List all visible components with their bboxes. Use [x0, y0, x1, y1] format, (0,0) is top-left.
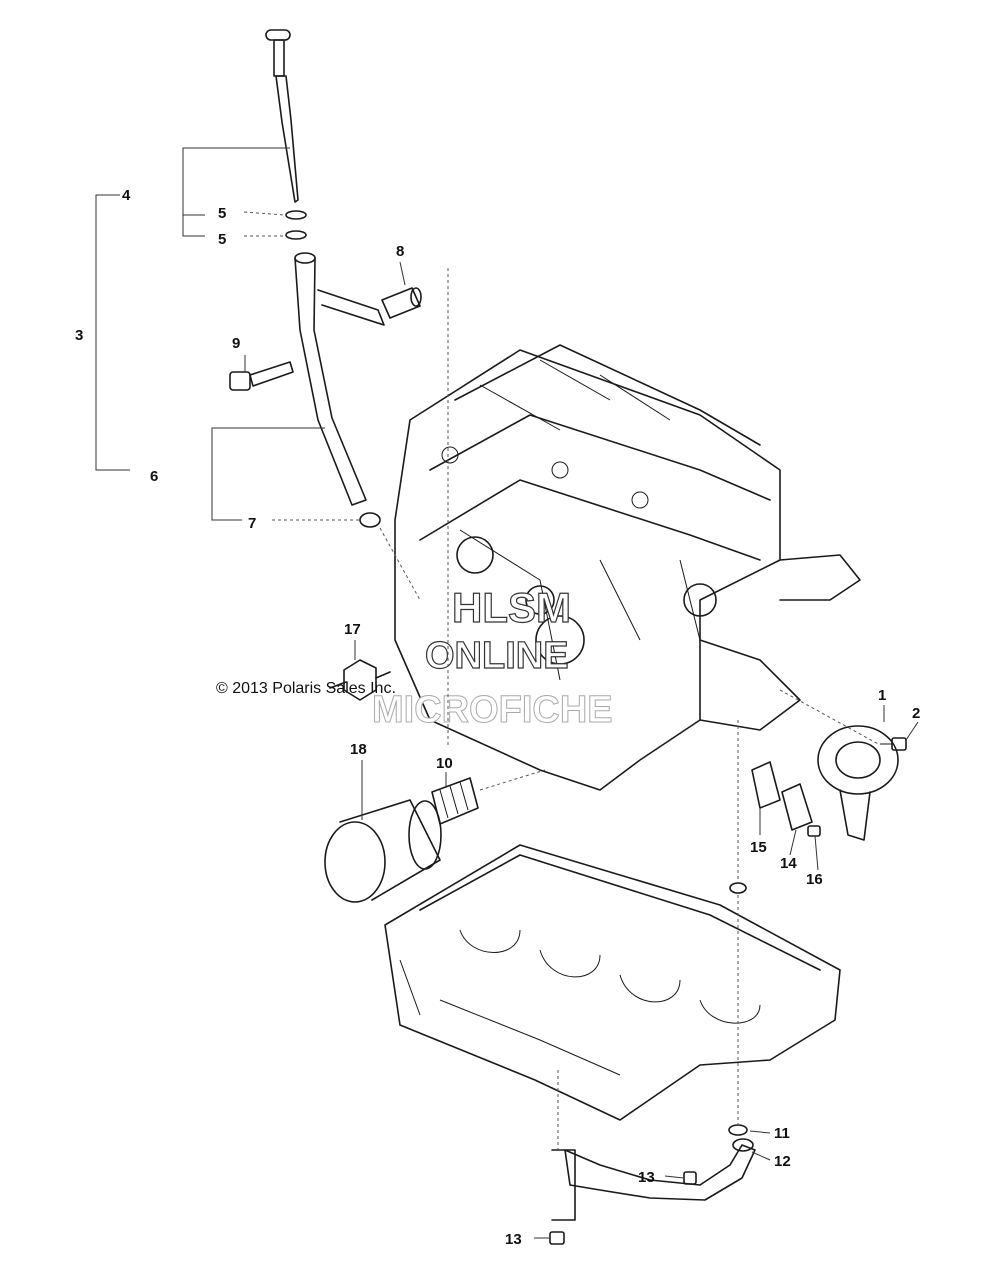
gasket-part[interactable]	[751, 761, 781, 809]
callout-17: 17	[344, 621, 361, 638]
svg-text:MICROFICHE: MICROFICHE	[372, 689, 613, 731]
callout-9: 9	[232, 335, 240, 352]
callout-1: 1	[878, 687, 886, 704]
callout-14: 14	[780, 855, 797, 872]
callout-10: 10	[436, 755, 453, 772]
strainer-o-ring[interactable]	[728, 1124, 748, 1136]
plate-part[interactable]	[781, 783, 813, 831]
callout-2: 2	[912, 705, 920, 722]
callout-6: 6	[150, 468, 158, 485]
copyright-notice: © 2013 Polaris Sales Inc.	[216, 680, 396, 697]
callout-7: 7	[248, 515, 256, 532]
oil-filter-part[interactable]	[324, 799, 442, 903]
leader-lines	[243, 211, 919, 1239]
group-bracket-5	[182, 215, 205, 237]
strainer-bolt-upper[interactable]	[683, 1171, 697, 1185]
dipstick-tube-part[interactable]	[294, 252, 385, 506]
callout-18: 18	[350, 741, 367, 758]
tube-o-ring[interactable]	[359, 512, 381, 528]
callout-16: 16	[806, 871, 823, 888]
sleeve-part[interactable]	[381, 287, 422, 319]
oil-pressure-sender-part[interactable]	[329, 659, 391, 701]
callout-5-lower: 5	[218, 231, 226, 248]
svg-text:ONLINE: ONLINE	[425, 635, 569, 677]
callout-11: 11	[774, 1125, 790, 1142]
callout-5-upper: 5	[218, 205, 226, 222]
callout-12: 12	[774, 1153, 791, 1170]
group-bracket-3	[95, 194, 130, 471]
callout-15: 15	[750, 839, 767, 856]
bolt-part[interactable]	[229, 361, 294, 391]
pump-bolt-part[interactable]	[880, 737, 907, 751]
plate-bolt-part[interactable]	[807, 825, 821, 837]
strainer-bolt-lower[interactable]	[549, 1231, 565, 1245]
oil-strainer-part[interactable]	[551, 1138, 756, 1221]
callout-4: 4	[122, 187, 131, 204]
group-bracket-4	[182, 147, 290, 216]
group-bracket-6	[211, 427, 325, 521]
callout-13-lower: 13	[505, 1231, 522, 1248]
watermark: HLSM ONLINE MICROFICHE	[372, 583, 614, 731]
callout-3: 3	[75, 327, 83, 344]
svg-text:HLSM: HLSM	[452, 584, 571, 631]
callout-13-upper: 13	[638, 1169, 655, 1186]
o-ring-lower[interactable]	[285, 230, 307, 240]
o-ring-upper[interactable]	[285, 210, 307, 220]
engine-block	[394, 344, 861, 791]
dipstick-part[interactable]	[265, 29, 299, 203]
callout-8: 8	[396, 243, 404, 260]
crankcase-part	[384, 844, 841, 1121]
oil-pump-part[interactable]	[817, 725, 899, 841]
